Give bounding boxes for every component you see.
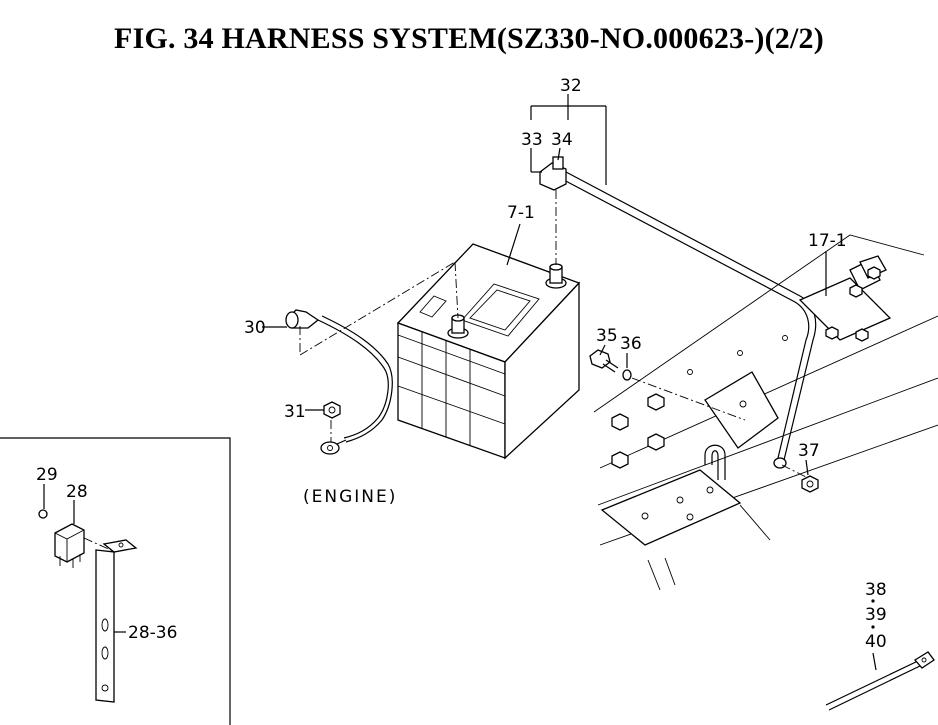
separator-dot <box>871 625 875 629</box>
callout-17-1: 17-1 <box>808 231 847 251</box>
callout-36: 36 <box>620 334 642 354</box>
callout-32: 32 <box>560 76 582 96</box>
callout-39: 39 <box>865 605 887 625</box>
battery-terminal-negative <box>545 263 567 289</box>
terminal-clamp-part-33 <box>539 162 567 191</box>
callout-33: 33 <box>521 130 543 150</box>
callout-40: 40 <box>865 632 887 652</box>
callout-28: 28 <box>66 482 88 502</box>
callout-7-1: 7-1 <box>507 203 535 223</box>
bracket-part-28-36 <box>95 539 138 703</box>
battery-part-7-1 <box>396 243 581 460</box>
bolt-part-35 <box>589 349 619 373</box>
callout-31: 31 <box>284 402 306 422</box>
washer-part-36 <box>622 369 632 381</box>
callout-38: 38 <box>865 580 887 600</box>
nut-part-29 <box>38 509 48 519</box>
nut-part-31 <box>323 401 341 419</box>
callout-30: 30 <box>244 318 266 338</box>
relay-part-28 <box>54 523 85 568</box>
callout-29: 29 <box>36 465 58 485</box>
nut-part-37 <box>801 475 819 493</box>
callout-28-36: 28-36 <box>128 623 177 643</box>
callout-35: 35 <box>596 326 618 346</box>
inset-relay-detail <box>0 437 231 725</box>
separator-dot <box>871 599 875 603</box>
figure-title: FIG. 34 HARNESS SYSTEM(SZ330-NO.000623-)… <box>114 22 824 55</box>
ground-cable-part-30 <box>285 309 393 455</box>
cable-tie-part-40 <box>825 651 935 711</box>
callout-37: 37 <box>798 441 820 461</box>
engine-label: (ENGINE) <box>303 487 397 507</box>
callout-34: 34 <box>551 130 573 150</box>
frame-part-17-1 <box>593 234 938 591</box>
